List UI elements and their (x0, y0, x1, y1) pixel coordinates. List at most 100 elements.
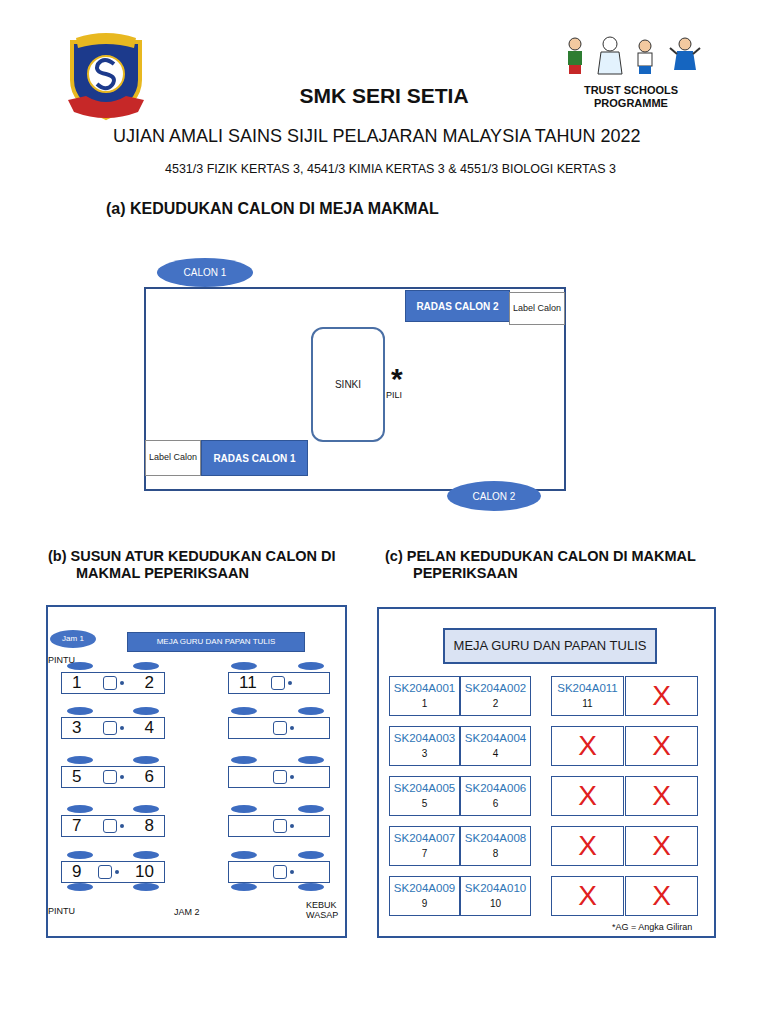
lab-box: Label Calon (145, 440, 201, 476)
label-text: (b) SUSUN ATUR KEDUDUKAN CALON DI MAKMAL… (48, 548, 396, 581)
node-text: X (578, 881, 597, 912)
label-text: 4531/3 FIZIK KERTAS 3, 4541/3 KIMIA KERT… (165, 162, 616, 176)
desk-marker (103, 770, 124, 784)
seat-cell: X (625, 776, 698, 816)
seat-cell: X (551, 876, 624, 916)
lab-box: RADAS CALON 1 (201, 440, 308, 476)
node-text: 6 (493, 798, 499, 809)
crest-banner (76, 33, 136, 48)
node-text: 4 (493, 748, 499, 759)
node-text: 2 (145, 674, 154, 693)
desk-marker (271, 676, 292, 690)
node-text: SK204A009 (394, 882, 455, 895)
node-text: SK204A002 (465, 682, 526, 695)
candidate-ellipse: CALON 1 (157, 258, 253, 287)
node-text: 1 (72, 674, 81, 693)
child-figure (638, 40, 652, 74)
chair (133, 883, 159, 891)
seat-cell: SK204A0099 (389, 876, 460, 916)
desk-marker (103, 721, 124, 735)
node-text: SK204A005 (394, 782, 455, 795)
seat-cell: SK204A01111 (551, 676, 624, 716)
node-text: 7 (72, 817, 81, 836)
chair (67, 756, 93, 764)
lab-table (145, 288, 565, 490)
label-text: (c) PELAN KEDUDUKAN CALON DI MAKMAL PEPE… (385, 548, 733, 581)
sink-square (98, 865, 112, 879)
label-text: PILI (386, 390, 402, 400)
empty-desk (228, 861, 330, 883)
seat-cell: SK204A007 7 (389, 826, 460, 866)
lab-box: Label Calon (509, 292, 565, 325)
chair (298, 851, 324, 859)
tap-dot (290, 726, 294, 730)
chair (67, 707, 93, 715)
chair (231, 662, 257, 670)
node-text: 4 (145, 719, 154, 738)
child-figure (598, 37, 622, 74)
child-figure (670, 38, 700, 70)
empty-desk (228, 717, 330, 739)
node-text: RADAS CALON 1 (213, 453, 295, 464)
chair (298, 756, 324, 764)
node-text: SK204A010 (465, 882, 526, 895)
candidate-ellipse: Jam 1 (50, 630, 96, 648)
node-text: 8 (145, 817, 154, 836)
ellipse-fill (157, 258, 253, 287)
crest-ribbon (68, 96, 144, 118)
ellipse-fill (50, 630, 96, 648)
desk-marker (273, 721, 294, 735)
desk-marker (98, 865, 119, 879)
lab-desk: 56 (61, 766, 165, 788)
candidate-ellipse: CALON 2 (447, 481, 541, 511)
node-text: 11 (582, 698, 592, 709)
node-text: X (652, 681, 671, 712)
seat-cell: X (625, 676, 698, 716)
seat-cell: SK204A0066 (460, 776, 531, 816)
chair (133, 662, 159, 670)
chair (67, 805, 93, 813)
chair (298, 707, 324, 715)
chair (298, 662, 324, 670)
node-text: X (652, 881, 671, 912)
seat-cell: SK204A0055 (389, 776, 460, 816)
label-text: TRUST SCHOOLS PROGRAMME (556, 84, 706, 109)
sink-square (273, 819, 287, 833)
crest-emblem (97, 60, 114, 88)
node-text: SK204A008 (465, 832, 526, 845)
chair (67, 851, 93, 859)
tap-dot (120, 681, 124, 685)
ellipse-fill (447, 481, 541, 511)
desk-marker (273, 770, 294, 784)
desk-marker (273, 865, 294, 879)
node-text: 10 (135, 863, 154, 882)
lab-box: MEJA GURU DAN PAPAN TULIS (127, 632, 305, 652)
node-text: SK204A003 (394, 732, 455, 745)
lab-box: MEJA GURU DAN PAPAN TULIS (443, 628, 657, 664)
seat-cell: SK204A01010 (460, 876, 531, 916)
node-text: 7 (422, 848, 428, 859)
chair (133, 851, 159, 859)
sink-square (271, 676, 285, 690)
node-text: 3 (72, 719, 81, 738)
lab-box: SINKI (311, 327, 385, 442)
node-text: SK204A007 (394, 832, 455, 845)
seat-cell: SK204A0088 (460, 826, 531, 866)
chair (231, 707, 257, 715)
desk-marker (103, 819, 124, 833)
sink-square (103, 819, 117, 833)
chair (133, 756, 159, 764)
node-text: X (652, 731, 671, 762)
tap-dot (288, 681, 292, 685)
node-text: CALON 1 (184, 267, 227, 278)
chair-group (67, 662, 324, 891)
seat-cell: SK204A0044 (460, 726, 531, 766)
node-text: SINKI (335, 379, 361, 390)
lab-desk: 11 (228, 672, 330, 694)
node-text: MEJA GURU DAN PAPAN TULIS (454, 639, 647, 653)
seat-cell: X (625, 876, 698, 916)
label-text: (a) KEDUDUKAN CALON DI MEJA MAKMAL (106, 200, 439, 218)
label-text: PINTU (48, 906, 75, 916)
chair (231, 756, 257, 764)
sink-square (103, 721, 117, 735)
